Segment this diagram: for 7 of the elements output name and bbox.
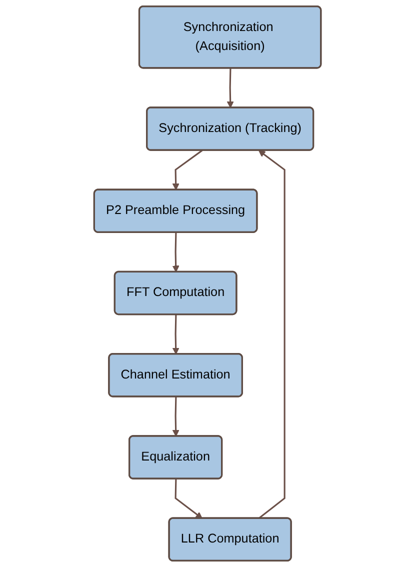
arrow	[172, 314, 180, 354]
arrow	[172, 150, 204, 190]
arrow	[175, 478, 203, 519]
arrow	[172, 396, 180, 437]
arrow	[258, 150, 286, 520]
arrow	[227, 68, 234, 108]
arrow	[172, 232, 180, 272]
